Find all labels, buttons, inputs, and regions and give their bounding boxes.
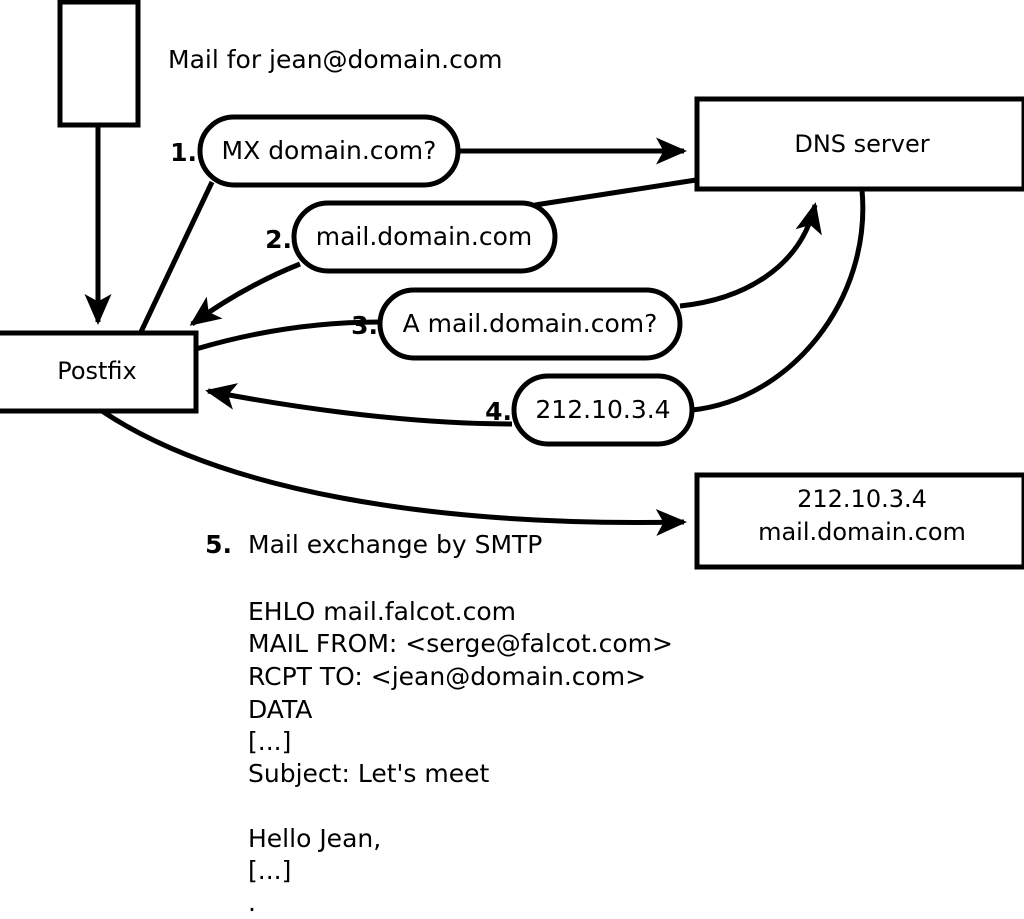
step-5-number: 5. (205, 530, 232, 559)
step-4-number: 4. (485, 397, 512, 426)
smtp-line: RCPT TO: <jean@domain.com> (248, 662, 646, 691)
node-client-box[interactable] (57, 0, 141, 128)
link-dns-to-step2 (534, 177, 697, 208)
node-postfix-label: Postfix (57, 357, 137, 385)
step-1-number: 1. (170, 138, 197, 167)
smtp-line: DATA (248, 695, 312, 724)
smtp-line: EHLO mail.falcot.com (248, 597, 516, 626)
smtp-session-transcript: EHLO mail.falcot.com MAIL FROM: <serge@f… (248, 597, 673, 917)
bubble-step-3[interactable] (377, 287, 683, 361)
step-2-number: 2. (265, 225, 292, 254)
smtp-line: . (248, 888, 256, 917)
node-mailserver-label-ip: 212.10.3.4 (797, 485, 927, 513)
smtp-line: [...] (248, 856, 291, 885)
node-mailserver-label-host: mail.domain.com (758, 518, 966, 546)
link-dns-to-step4 (691, 189, 866, 413)
link-step2-to-postfix (189, 261, 301, 327)
link-postfix-to-step1 (137, 180, 215, 336)
node-postfix-box[interactable] (0, 330, 199, 414)
bubble-step-1-label: MX domain.com? (222, 136, 437, 165)
mail-for-caption: Mail for jean@domain.com (168, 45, 503, 74)
bubble-step-4-label: 212.10.3.4 (535, 395, 670, 424)
bubble-step-2[interactable] (291, 200, 558, 274)
link-step3-to-dns (679, 202, 822, 309)
link-step4-to-postfix (205, 383, 513, 427)
step-3-number: 3. (351, 311, 378, 340)
smtp-line: [...] (248, 727, 291, 756)
smtp-line: MAIL FROM: <serge@falcot.com> (248, 629, 673, 658)
bubble-step-2-label: mail.domain.com (316, 222, 532, 251)
link-postfix-to-step3 (195, 319, 381, 352)
bubble-step-3-label: A mail.domain.com? (403, 309, 658, 338)
bubble-step-4[interactable] (511, 373, 695, 447)
node-dns-box[interactable] (694, 96, 1024, 192)
smtp-line: Subject: Let's meet (248, 759, 489, 788)
node-mailserver-box[interactable] (694, 472, 1024, 570)
bubble-step-1[interactable] (197, 114, 461, 188)
link-postfix-to-mailserver (100, 408, 687, 537)
step-5-label: Mail exchange by SMTP (248, 530, 542, 559)
smtp-line: Hello Jean, (248, 824, 381, 853)
node-dns-label: DNS server (794, 130, 929, 158)
